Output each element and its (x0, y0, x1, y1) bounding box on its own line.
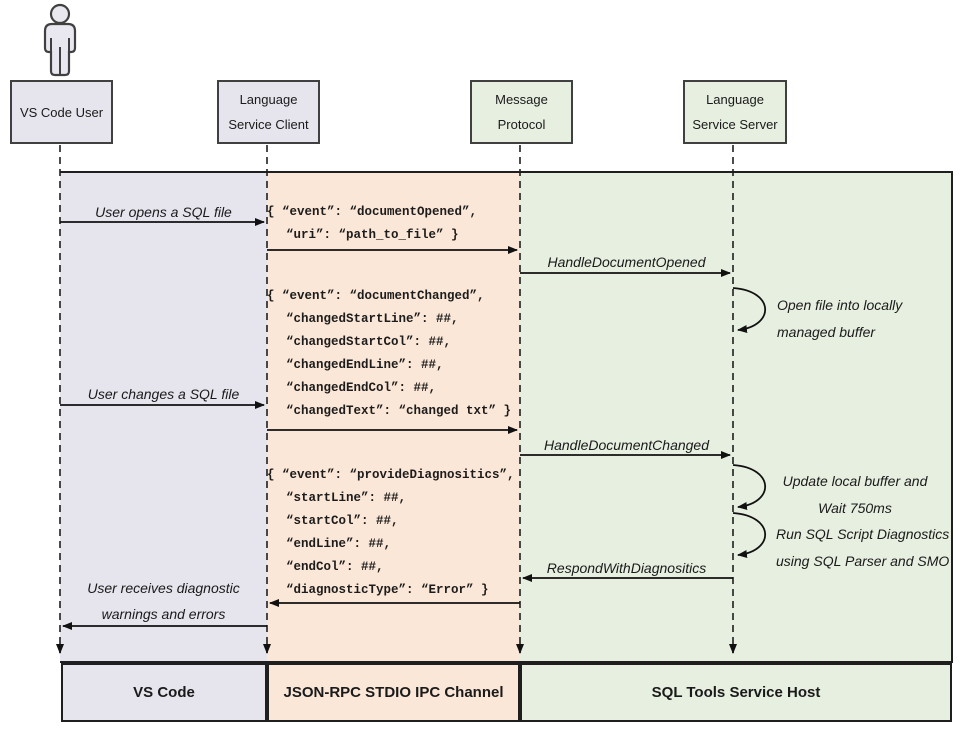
lifelines (59, 145, 734, 650)
loop-open-file (732, 287, 766, 334)
payload-line: “endCol”: ##, (286, 560, 384, 574)
lifeline-end-arrows (56, 644, 737, 654)
footer-label: JSON-RPC STDIO IPC Channel (283, 684, 504, 701)
payload-line: “changedStartCol”: ##, (286, 335, 452, 349)
payload-line: “changedText”: “changed txt” } (286, 404, 512, 418)
note-line: Run SQL Script Diagnostics (776, 526, 950, 542)
note-open-file: Open file into locally managed buffer (777, 292, 902, 346)
self-loops (732, 287, 766, 559)
message-arrows (60, 218, 733, 630)
lane-ipc-channel (267, 172, 520, 662)
note-line: using SQL Parser and SMO (776, 553, 950, 569)
payload-line: “endLine”: ##, (286, 537, 392, 551)
actor-label: Language (706, 92, 764, 107)
label-user-receives-line1: User receives diagnostic (87, 580, 240, 596)
payload-line: “changedEndCol”: ##, (286, 381, 437, 395)
lane-frame (60, 171, 953, 663)
payload-document-changed: { “event”: “documentChanged”, “changedSt… (267, 285, 511, 423)
payload-line: “changedEndLine”: ##, (286, 358, 444, 372)
actor-box-language-service-client: Language Service Client (217, 80, 320, 144)
payload-line: “changedStartLine”: ##, (286, 312, 459, 326)
payload-line: { “event”: “documentOpened”, (267, 205, 478, 219)
actor-label: Service Server (692, 117, 778, 132)
note-line: managed buffer (777, 324, 876, 340)
label-user-opens: User opens a SQL file (95, 204, 232, 220)
payload-document-opened: { “event”: “documentOpened”, “uri”: “pat… (267, 201, 477, 247)
actor-label: VS Code User (19, 104, 104, 120)
payload-line: “startLine”: ##, (286, 491, 407, 505)
payload-line: { “event”: “provideDiagnositics”, (267, 468, 515, 482)
label-handle-document-opened: HandleDocumentOpened (547, 254, 706, 270)
actor-box-message-protocol: Message Protocol (470, 80, 573, 144)
label-user-receives-line2: warnings and errors (101, 606, 226, 622)
payload-line: { “event”: “documentChanged”, (267, 289, 485, 303)
note-line: Open file into locally (777, 297, 903, 313)
actor-label: Language (239, 92, 298, 107)
actor-label: Message (495, 92, 548, 107)
actor-label: Protocol (497, 117, 546, 132)
lane-vs-code (60, 172, 267, 662)
note-line: Wait 750ms (818, 500, 892, 516)
label-user-receives: User receives diagnostic warnings and er… (60, 575, 267, 627)
lane-service-host (520, 172, 952, 662)
payload-line: “startCol”: ##, (286, 514, 399, 528)
payload-line: “uri”: “path_to_file” } (286, 228, 459, 242)
loop-run-diagnostics (732, 512, 766, 559)
actor-box-language-service-server: Language Service Server (683, 80, 787, 144)
label-handle-document-changed: HandleDocumentChanged (544, 437, 709, 453)
footer-box-service-host: SQL Tools Service Host (520, 663, 952, 722)
payload-provide-diagnostics: { “event”: “provideDiagnositics”, “start… (267, 464, 515, 602)
payload-line: “diagnosticType”: “Error” } (286, 583, 489, 597)
actor-box-vs-code-user: VS Code User (10, 80, 113, 144)
footer-box-ipc-channel: JSON-RPC STDIO IPC Channel (267, 663, 520, 722)
note-line: Update local buffer and (782, 473, 928, 489)
label-user-changes: User changes a SQL file (87, 386, 240, 402)
user-actor-icon (43, 3, 77, 77)
footer-label: SQL Tools Service Host (651, 684, 821, 701)
label-respond-with-diagnostics: RespondWithDiagnositics (546, 560, 707, 576)
note-update-buffer: Update local buffer and Wait 750ms (770, 468, 940, 522)
footer-label: VS Code (133, 684, 195, 701)
note-run-diagnostics: Run SQL Script Diagnostics using SQL Par… (776, 521, 949, 575)
footer-box-vs-code: VS Code (61, 663, 267, 722)
loop-update-buffer (732, 464, 766, 511)
actor-label: Service Client (228, 117, 309, 132)
